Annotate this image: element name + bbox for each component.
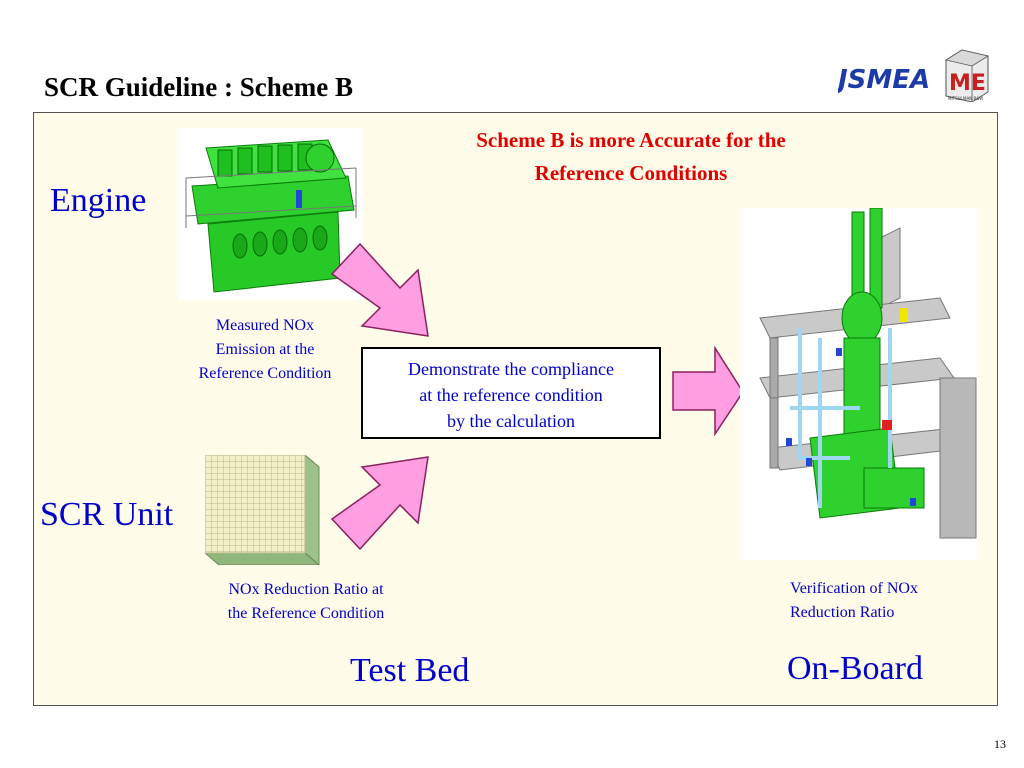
me-emblem-icon: ME MITSUI MAN B&W xyxy=(944,49,990,102)
verification-caption: Verification of NOx Reduction Ratio xyxy=(790,577,970,625)
measured-nox-caption: Measured NOx Emission at the Reference C… xyxy=(178,314,352,386)
demo-line: by the calculation xyxy=(447,411,575,431)
demonstrate-compliance-box: Demonstrate the compliance at the refere… xyxy=(361,347,661,439)
page-number: 13 xyxy=(994,737,1006,751)
caption-line: Verification of NOx xyxy=(790,580,918,597)
demo-line: at the reference condition xyxy=(419,385,603,405)
svg-text:ME: ME xyxy=(949,71,986,96)
caption-line: Emission at the xyxy=(215,341,315,358)
headline-line-2: Reference Conditions xyxy=(534,161,728,185)
demo-line: Demonstrate the compliance xyxy=(408,359,614,379)
headline: Scheme B is more Accurate for the Refere… xyxy=(392,124,870,190)
scr-catalyst-block xyxy=(205,455,325,565)
nox-reduction-ratio-caption: NOx Reduction Ratio at the Reference Con… xyxy=(204,578,408,626)
arrow-up-right-icon xyxy=(320,447,440,557)
on-board-label: On-Board xyxy=(787,650,923,687)
scr-unit-label: SCR Unit xyxy=(40,496,174,533)
ship-engine-room-illustration xyxy=(740,208,978,560)
arrow-right-icon xyxy=(671,346,745,438)
slide-title: SCR Guideline : Scheme B xyxy=(44,72,354,102)
svg-text:MITSUI MAN B&W: MITSUI MAN B&W xyxy=(948,96,983,101)
caption-line: NOx Reduction Ratio at xyxy=(228,581,384,598)
caption-line: the Reference Condition xyxy=(227,605,385,622)
headline-line-1: Scheme B is more Accurate for the xyxy=(476,128,786,152)
caption-line: Reduction Ratio xyxy=(790,604,895,621)
jsmea-logo-text: JSMEA xyxy=(838,65,930,95)
caption-line: Measured NOx xyxy=(215,317,315,334)
jsmea-logo: JSMEA ME MITSUI MAN B&W xyxy=(838,46,994,102)
engine-label: Engine xyxy=(50,182,147,219)
arrow-down-right-icon xyxy=(320,236,440,346)
caption-line: Reference Condition xyxy=(198,365,332,382)
engine-illustration xyxy=(178,128,363,300)
test-bed-label: Test Bed xyxy=(350,652,470,689)
